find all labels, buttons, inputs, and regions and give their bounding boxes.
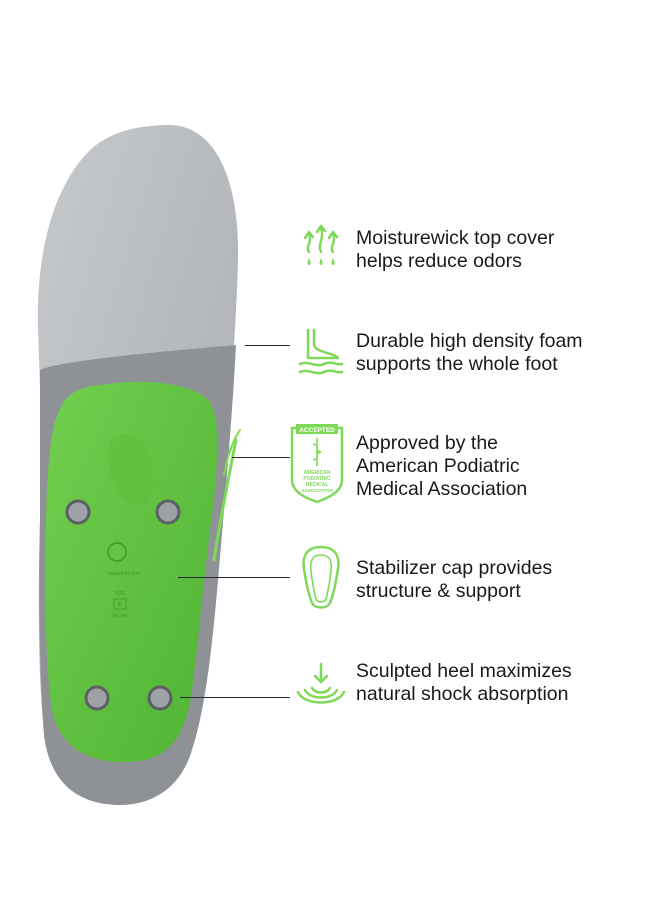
svg-text:MEDICAL: MEDICAL xyxy=(306,482,329,488)
stabilizer-edge-accent xyxy=(212,438,238,562)
apma-seal-accepted: ACCEPTED xyxy=(299,427,335,434)
apma-seal-icon: ACCEPTED AMERICAN PODIATRIC MEDICAL ASSO… xyxy=(290,424,344,504)
svg-text:PODIATRIC: PODIATRIC xyxy=(303,476,331,482)
insole-size-value: E xyxy=(118,602,123,609)
leader-line-top-cover xyxy=(245,345,290,346)
moisture-wick-icon xyxy=(303,224,339,265)
feature-apma-text: Approved by the American Podiatric Medic… xyxy=(356,432,528,500)
feature-stabilizer-text: Stabilizer cap provides structure & supp… xyxy=(356,557,553,602)
svg-text:ASSOCIATION: ASSOCIATION xyxy=(301,488,333,493)
leader-line-cap xyxy=(178,577,290,578)
svg-text:AMERICAN: AMERICAN xyxy=(304,470,331,476)
insole-stabilizer-cap xyxy=(45,381,218,763)
insole-size-label: SIZE xyxy=(114,591,126,597)
shock-absorption-icon xyxy=(296,662,346,704)
leader-line-foam xyxy=(232,457,290,458)
feature-shock-text: Sculpted heel maximizes natural shock ab… xyxy=(356,660,572,705)
insole-screw-holes xyxy=(65,499,181,711)
feature-moisturewick-text: Moisturewick top cover helps reduce odor… xyxy=(356,227,555,272)
foam-foot-icon xyxy=(298,328,344,375)
insole-brand-text: superfeet.com xyxy=(108,571,140,577)
stabilizer-cap-icon xyxy=(302,545,340,609)
leader-line-heel xyxy=(180,697,290,698)
insole-logo xyxy=(107,542,127,562)
insole-side-text: RIGHT xyxy=(112,614,128,620)
feature-foam-text: Durable high density foam supports the w… xyxy=(356,330,583,375)
